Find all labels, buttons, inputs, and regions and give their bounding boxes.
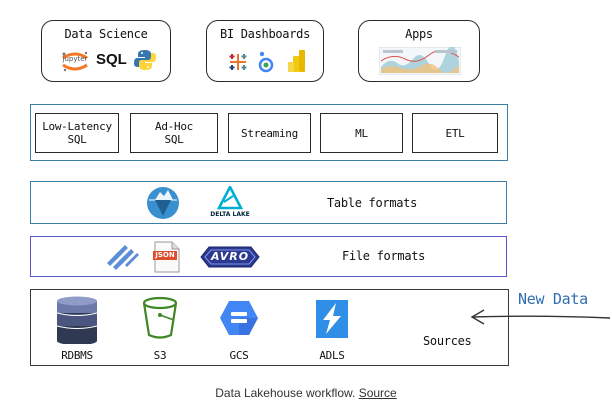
new-data-label: New Data [518, 290, 588, 308]
source-link[interactable]: Source [358, 386, 397, 400]
app-chart-thumbnail [379, 47, 461, 75]
caption-text: Data Lakehouse workflow. [215, 386, 359, 400]
file-formats-label: File formats [342, 249, 426, 263]
tableau-icon [227, 51, 249, 73]
database-icon [55, 296, 99, 344]
file-formats-layer: JSON AVRO File formats [30, 236, 507, 277]
rdbms-label: RDBMS [61, 349, 93, 362]
engine-cell: ETL [412, 113, 498, 153]
gcs-item: GCS [214, 296, 264, 362]
s3-bucket-icon [140, 296, 180, 340]
looker-icon [257, 50, 275, 74]
rdbms-item: RDBMS [49, 296, 105, 362]
avro-icon: AVRO [199, 244, 261, 270]
table-formats-layer: DELTA LAKE Table formats [30, 181, 507, 224]
sources-label: Sources [423, 334, 472, 348]
figure-caption: Data Lakehouse workflow. Source [0, 386, 612, 400]
adls-item: ADLS [305, 296, 359, 362]
parquet-icon [105, 243, 141, 271]
delta-lake-label: DELTA LAKE [210, 211, 250, 218]
adls-icon [312, 298, 352, 340]
sql-label: SQL [96, 51, 127, 68]
engine-cell: Streaming [228, 113, 311, 153]
gcs-icon [219, 298, 259, 338]
delta-lake-icon: DELTA LAKE [207, 186, 253, 222]
python-icon [134, 49, 156, 71]
bi-dashboards-title: BI Dashboards [219, 27, 311, 41]
s3-item: S3 [135, 296, 185, 362]
apps-title: Apps [405, 27, 433, 41]
engine-cell: Low-Latency SQL [35, 113, 119, 153]
s3-label: S3 [153, 349, 167, 362]
sources-layer: RDBMS S3 GCS [30, 289, 509, 366]
json-file-icon: JSON [152, 241, 182, 273]
table-formats-label: Table formats [327, 196, 418, 210]
power-bi-icon [287, 49, 307, 73]
bi-dashboards-box: BI Dashboards [206, 20, 324, 82]
jupyter-label: jupyter [62, 55, 88, 63]
engine-cell: ML [320, 113, 403, 153]
data-science-title: Data Science [64, 27, 148, 41]
iceberg-icon [145, 186, 181, 220]
avro-label: AVRO [210, 250, 250, 263]
engine-cell: Ad-Hoc SQL [130, 113, 218, 153]
jupyter-icon: jupyter [58, 49, 92, 73]
gcs-label: GCS [229, 349, 249, 362]
new-data-arrow [470, 305, 612, 329]
apps-box: Apps [358, 20, 480, 82]
adls-label: ADLS [319, 349, 345, 362]
data-science-box: Data Science jupyter SQL [41, 20, 171, 82]
json-label: JSON [155, 251, 175, 259]
